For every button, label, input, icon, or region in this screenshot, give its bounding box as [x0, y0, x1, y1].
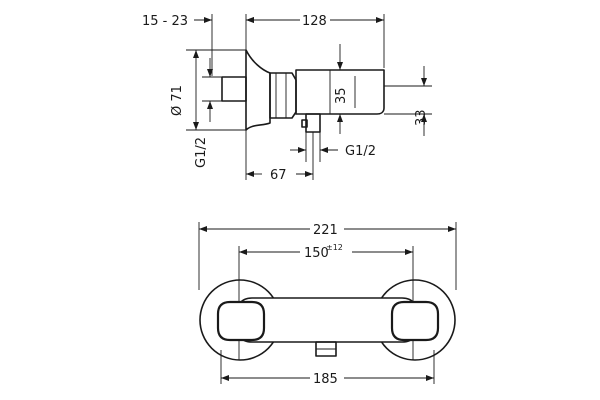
- dimension-35: 35: [334, 44, 349, 134]
- dim-label-diameter: Ø 71: [170, 85, 185, 116]
- side-view: 15 - 23 128 Ø: [142, 14, 432, 183]
- dim-label-185: 185: [313, 372, 338, 387]
- outlet-connector: [305, 113, 321, 133]
- dim-label-67: 67: [270, 168, 287, 183]
- dimension-thread-left: G1/2: [194, 58, 222, 168]
- front-view: 221 150 ±12 185: [198, 222, 457, 387]
- mixer-body: [295, 69, 385, 115]
- left-handle: [216, 300, 266, 342]
- dimension-15-23: 15 - 23: [142, 14, 262, 29]
- dimension-33: 33: [384, 66, 432, 136]
- dim-label-221: 221: [313, 223, 338, 238]
- right-handle: [390, 300, 440, 342]
- dimension-221: 221: [199, 223, 456, 238]
- dim-label-128: 128: [302, 14, 327, 29]
- dimension-diameter-71: Ø 71: [170, 49, 246, 131]
- dimension-185: 185: [221, 372, 434, 387]
- dim-label-thread-left: G1/2: [194, 137, 209, 168]
- dimension-150: 150 ±12: [239, 243, 413, 261]
- dimension-thread-right: G1/2: [290, 132, 376, 162]
- dim-label-150: 150: [304, 246, 329, 261]
- dim-label-15-23: 15 - 23: [142, 14, 188, 29]
- dimension-67: 67: [245, 130, 314, 183]
- dim-label-33: 33: [414, 109, 429, 126]
- union-nut: [269, 72, 297, 119]
- dim-label-35: 35: [334, 87, 349, 104]
- dim-tolerance: ±12: [326, 243, 343, 252]
- dim-label-thread-right: G1/2: [345, 144, 376, 159]
- inlet-pipe: [221, 76, 247, 102]
- wall-flange: [245, 49, 271, 131]
- dimension-128: 128: [246, 14, 384, 29]
